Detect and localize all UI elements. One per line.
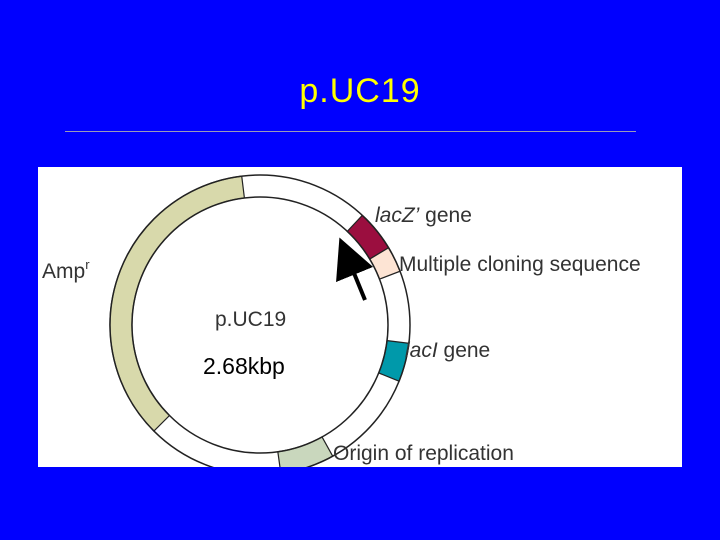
- plasmid-figure: Ampr lacZ’ gene Multiple cloning sequenc…: [38, 167, 682, 467]
- plasmid-name-label: p.UC19: [215, 308, 286, 331]
- ring-inner-edge: [131, 196, 389, 454]
- amp-label: Ampr: [42, 257, 90, 283]
- origin-of-replication-label: Origin of replication: [333, 442, 514, 465]
- ring-outer-edge: [109, 174, 411, 467]
- title-divider: [65, 131, 636, 132]
- arrow-up-left-icon: [336, 237, 374, 301]
- laci-gene-label: lacI gene: [405, 339, 490, 362]
- plasmid-size-label: 2.68kbp: [203, 353, 285, 379]
- lacz-gene-label: lacZ’ gene: [375, 204, 472, 227]
- slide-title: p.UC19: [299, 72, 421, 110]
- origin-of-replication-segment: [277, 436, 334, 467]
- plasmid-map: Ampr lacZ’ gene Multiple cloning sequenc…: [42, 174, 641, 467]
- amp-resistance-segment: [109, 175, 246, 432]
- multiple-cloning-sequence-label: Multiple cloning sequence: [399, 253, 641, 276]
